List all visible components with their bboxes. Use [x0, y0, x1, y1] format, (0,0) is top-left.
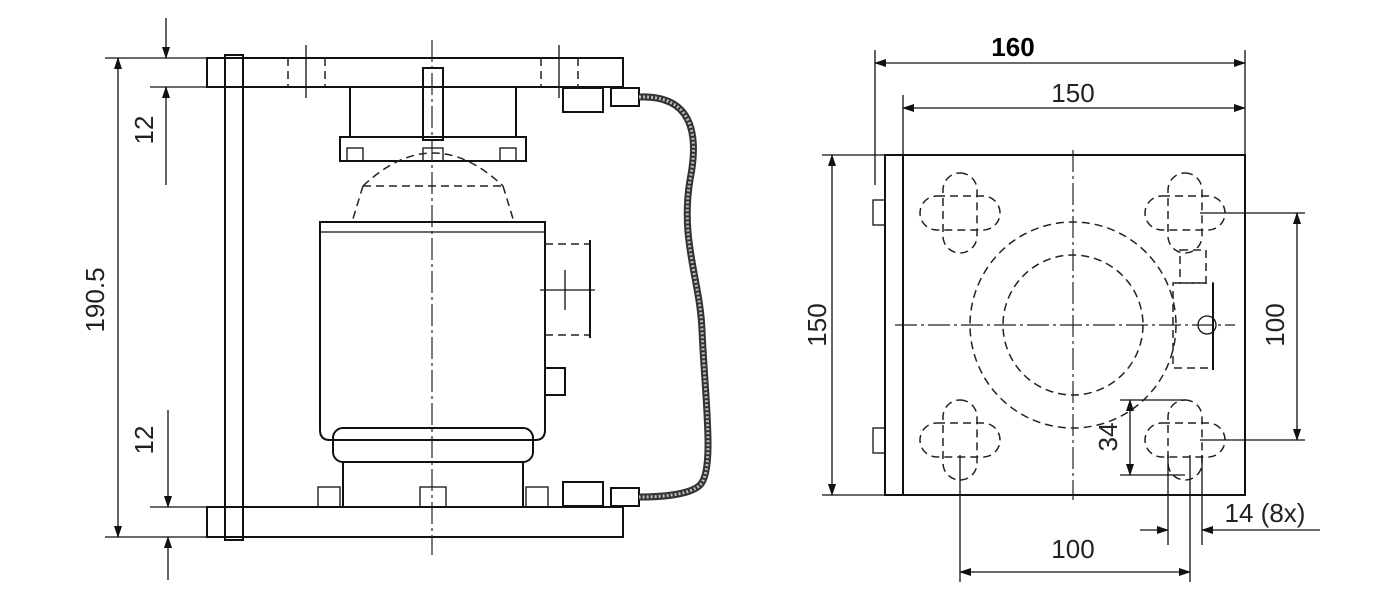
bottom-plate: [206, 506, 624, 538]
dim-overall-width-label: 160: [991, 32, 1034, 62]
dim-hole-spacing-vertical-label: 100: [1260, 303, 1290, 346]
dim-hole-spacing-horizontal-label: 100: [1051, 534, 1094, 564]
top-view: 160 150 150: [802, 32, 1320, 582]
side-view: 12 190.5 12: [80, 18, 712, 580]
cable: [638, 93, 712, 501]
load-cell-body: [319, 221, 546, 441]
cable-nut-top: [562, 87, 604, 113]
dim-slot-offset-label: 34: [1093, 423, 1123, 452]
dim-total-height-label: 190.5: [80, 267, 110, 332]
dim-plate-width-label: 150: [1051, 78, 1094, 108]
load-cell-base: [332, 427, 534, 463]
guide-column: [224, 54, 244, 541]
top-bracket: [349, 86, 517, 138]
top-plate: [206, 57, 624, 88]
cable-nut-bottom: [562, 481, 604, 507]
dim-slot-width-label: 14 (8x): [1225, 498, 1306, 528]
base-plate: [884, 154, 1246, 496]
dim-plate-height-label: 150: [802, 303, 832, 346]
dim-top-plate-label: 12: [129, 116, 159, 145]
dim-bottom-plate-label: 12: [129, 426, 159, 455]
